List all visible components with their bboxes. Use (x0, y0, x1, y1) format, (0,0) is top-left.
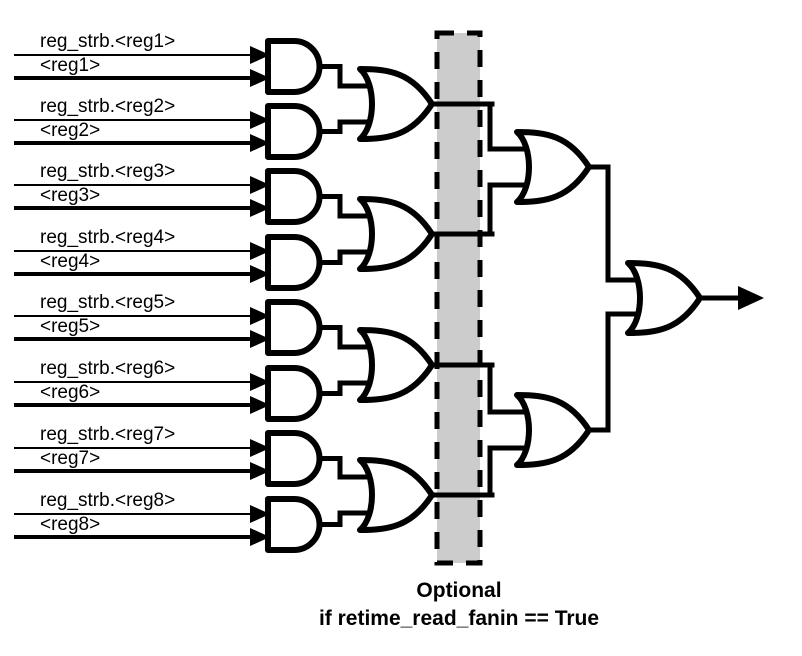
input-group-reg4: reg_strb.<reg4> <reg4> (14, 227, 270, 283)
input-group-reg3: reg_strb.<reg3> <reg3> (14, 161, 270, 217)
or-gate-l3-2 (517, 395, 589, 465)
arrow-strobe-8 (250, 505, 270, 523)
arrow-strobe-6 (250, 373, 270, 391)
input-label-strobe-6: reg_strb.<reg6> (40, 358, 175, 379)
optional-caption-line1: Optional (416, 579, 501, 602)
input-label-strobe-7: reg_strb.<reg7> (40, 424, 175, 445)
and-gate-2 (268, 106, 320, 157)
input-label-strobe-3: reg_strb.<reg3> (40, 161, 175, 182)
arrow-strobe-5 (250, 307, 270, 325)
arrow-data-3 (250, 199, 270, 217)
input-label-data-5: <reg5> (40, 316, 100, 337)
input-group-reg5: reg_strb.<reg5> <reg5> (14, 292, 270, 348)
and-gate-7 (268, 433, 320, 484)
arrow-strobe-3 (250, 176, 270, 194)
and-gate-5 (268, 302, 320, 353)
arrow-strobe-2 (250, 111, 270, 129)
arrow-strobe-4 (250, 242, 270, 260)
wire-and5-to-or3 (317, 325, 368, 350)
input-label-data-8: <reg8> (40, 514, 100, 535)
input-label-strobe-5: reg_strb.<reg5> (40, 292, 175, 313)
arrow-data-4 (250, 265, 270, 283)
wire-and3-to-or2 (317, 194, 368, 219)
input-group-reg8: reg_strb.<reg8> <reg8> (14, 490, 270, 546)
output-arrow-icon (738, 286, 764, 310)
or-gate-final (628, 263, 700, 333)
or-gate-l2-1 (360, 69, 432, 139)
arrow-data-7 (250, 462, 270, 480)
input-label-strobe-8: reg_strb.<reg8> (40, 490, 175, 511)
input-group-reg2: reg_strb.<reg2> <reg2> (14, 96, 270, 152)
or-gate-l2-3 (360, 330, 432, 400)
input-label-data-2: <reg2> (40, 120, 100, 141)
arrow-data-8 (250, 528, 270, 546)
wire-and1-to-or1 (317, 64, 368, 89)
wire-and6-to-or3 (317, 380, 368, 396)
and-gate-6 (268, 368, 320, 419)
wire-or4-to-or6 (487, 445, 525, 498)
or-gate-l2-4 (360, 460, 432, 530)
arrow-data-2 (250, 134, 270, 152)
optional-caption-line2: if retime_read_fanin == True (319, 607, 599, 630)
and-gate-8 (268, 499, 320, 550)
wire-or2-to-or5 (487, 182, 525, 237)
input-label-data-1: <reg1> (40, 55, 100, 76)
wire-and8-to-or4 (317, 510, 368, 527)
wire-and4-to-or2 (317, 249, 368, 265)
input-label-strobe-2: reg_strb.<reg2> (40, 96, 175, 117)
input-group-reg1: reg_strb.<reg1> <reg1> (14, 31, 270, 87)
input-label-data-6: <reg6> (40, 382, 100, 403)
input-label-data-4: <reg4> (40, 251, 100, 272)
arrow-strobe-7 (250, 439, 270, 457)
input-label-data-7: <reg7> (40, 448, 100, 469)
wire-and7-to-or4 (317, 456, 368, 480)
input-group-reg7: reg_strb.<reg7> <reg7> (14, 424, 270, 480)
arrow-data-6 (250, 396, 270, 414)
input-label-strobe-1: reg_strb.<reg1> (40, 31, 175, 52)
input-label-data-3: <reg3> (40, 185, 100, 206)
or-gate-l3-1 (517, 132, 589, 202)
and-gate-1 (268, 41, 320, 92)
arrow-strobe-1 (250, 46, 270, 64)
wire-or1-to-or5 (487, 101, 525, 152)
input-group-reg6: reg_strb.<reg6> <reg6> (14, 358, 270, 414)
and-gate-4 (268, 237, 320, 288)
wire-or5-to-final (586, 164, 636, 283)
wire-and2-to-or1 (317, 119, 368, 134)
arrow-data-5 (250, 330, 270, 348)
or-gate-l2-2 (360, 199, 432, 269)
wire-or6-to-final (586, 311, 636, 433)
and-gate-3 (268, 171, 320, 222)
optional-retime-region (434, 30, 483, 566)
arrow-data-1 (250, 69, 270, 87)
input-label-strobe-4: reg_strb.<reg4> (40, 227, 175, 248)
wire-or3-to-or6 (487, 362, 525, 415)
